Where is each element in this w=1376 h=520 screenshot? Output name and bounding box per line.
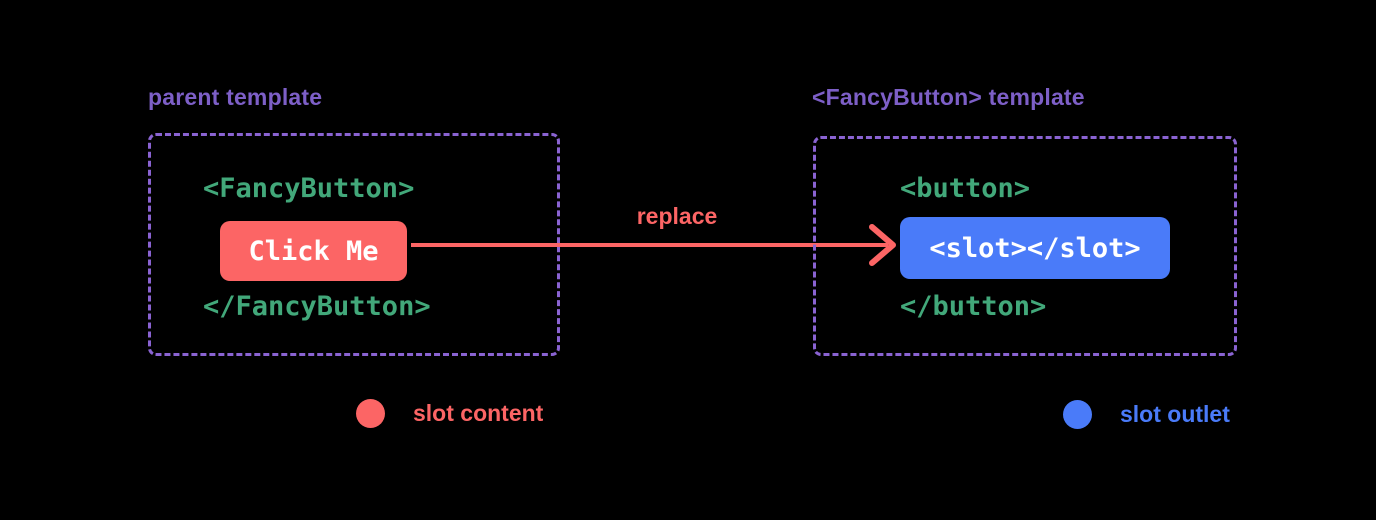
fancybutton-close-tag: </FancyButton>: [203, 291, 431, 322]
slot-content-pill: Click Me: [220, 221, 407, 281]
fancybutton-template-title: <FancyButton> template: [812, 84, 1085, 110]
slot-outlet-pill: <slot></slot>: [900, 217, 1170, 279]
slot-outlet-swatch-icon: [1063, 400, 1092, 429]
slot-outlet-legend-label: slot outlet: [1120, 401, 1230, 427]
parent-template-box: <FancyButton> Click Me </FancyButton>: [148, 133, 560, 356]
slot-content-swatch-icon: [356, 399, 385, 428]
legend-slot-content: slot content: [356, 399, 543, 428]
button-open-tag: <button>: [900, 173, 1031, 204]
replace-arrow-label: replace: [636, 203, 718, 229]
parent-template-title: parent template: [148, 84, 323, 110]
fancybutton-template-box: <button> <slot></slot> </button>: [813, 136, 1237, 356]
button-close-tag: </button>: [900, 291, 1047, 322]
legend-slot-outlet: slot outlet: [1063, 400, 1230, 429]
fancybutton-open-tag: <FancyButton>: [203, 173, 415, 204]
slot-content-legend-label: slot content: [413, 400, 544, 426]
